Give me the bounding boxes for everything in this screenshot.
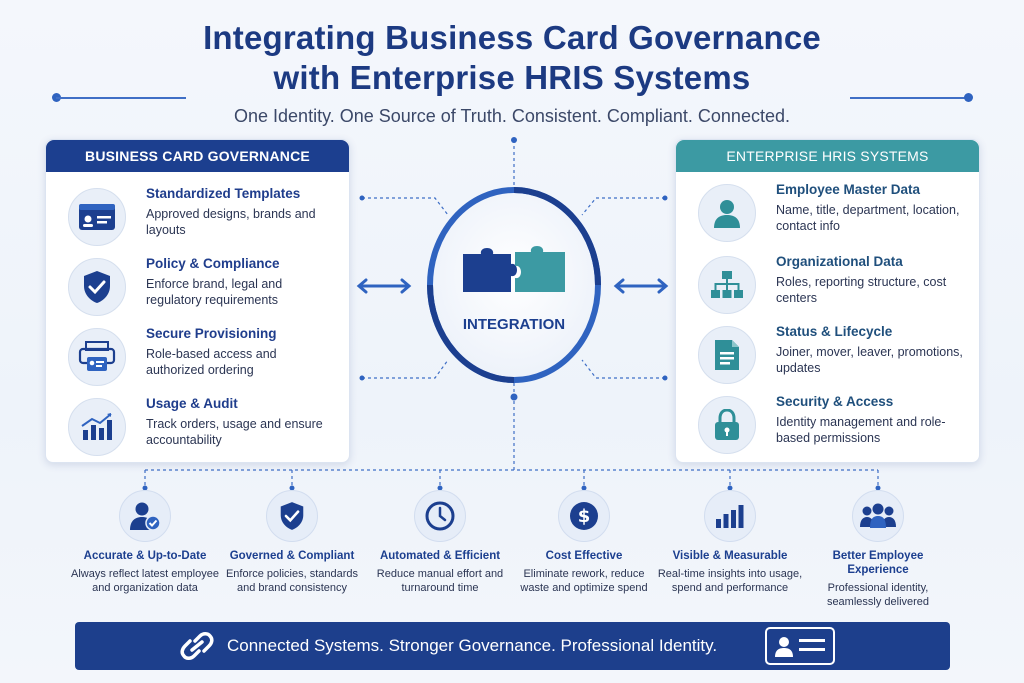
enterprise-hris-panel: ENTERPRISE HRIS SYSTEMS Employee Master … [675,139,980,463]
item-title: Policy & Compliance [146,256,280,271]
double-arrow-left [356,278,412,294]
org-chart-icon [698,256,756,314]
document-icon [698,326,756,384]
benefit-accurate: Accurate & Up-to-Date Always reflect lat… [70,490,220,595]
benefit-desc: Reduce manual effort and turnaround time [376,568,504,594]
shield-check-icon [266,490,318,542]
item-title: Security & Access [776,394,894,409]
person-icon [698,184,756,242]
item-desc: Approved designs, brands and layouts [146,207,316,237]
title-line-1: Integrating Business Card Governance [203,19,821,56]
id-card-icon [765,627,835,665]
benefit-title: Cost Effective [545,550,623,562]
list-item-standardized-templates: Standardized Templates Approved designs,… [68,184,338,246]
item-title: Employee Master Data [776,182,921,197]
item-desc: Enforce brand, legal and regulatory requ… [146,277,283,307]
lock-icon [698,396,756,454]
list-item-employee-master-data: Employee Master Data Name, title, depart… [698,180,968,242]
list-item-security-access: Security & Access Identity management an… [698,392,968,454]
benefit-cost-effective: $ Cost Effective Eliminate rework, reduc… [509,490,659,595]
footer-banner: Connected Systems. Stronger Governance. … [75,622,950,670]
list-item-status-lifecycle: Status & Lifecycle Joiner, mover, leaver… [698,322,968,384]
group-icon [852,490,904,542]
benefit-desc: Enforce policies, standards and brand co… [225,568,359,594]
list-item-policy-compliance: Policy & Compliance Enforce brand, legal… [68,254,338,316]
bar-chart-icon [704,490,756,542]
item-title: Organizational Data [776,254,903,269]
id-card-icon [68,188,126,246]
decor-line-left [56,97,186,99]
benefit-desc: Always reflect latest employee and organ… [71,568,219,594]
list-item-secure-provisioning: Secure Provisioning Role-based access an… [68,324,338,386]
item-desc: Joiner, mover, leaver, promotions, updat… [776,345,963,375]
title-line-2: with Enterprise HRIS Systems [273,59,751,96]
benefit-desc: Real-time insights into usage, spend and… [657,568,803,594]
decor-dot-right [964,93,973,102]
printer-card-icon [68,328,126,386]
panel-header-hris: ENTERPRISE HRIS SYSTEMS [676,140,979,172]
panel-header-governance: BUSINESS CARD GOVERNANCE [46,140,349,172]
svg-text:$: $ [578,506,591,527]
item-desc: Role-based access and authorized orderin… [146,347,277,377]
clock-icon [414,490,466,542]
item-desc: Identity management and role-based permi… [776,415,946,445]
page-title: Integrating Business Card Governance wit… [0,18,1024,98]
benefit-title: Governed & Compliant [229,550,355,562]
benefit-title: Visible & Measurable [672,550,788,562]
item-desc: Track orders, usage and ensure accountab… [146,417,323,447]
shield-check-icon [68,258,126,316]
item-desc: Roles, reporting structure, cost centers [776,275,947,305]
business-card-governance-panel: BUSINESS CARD GOVERNANCE Standardized Te… [45,139,350,463]
item-title: Standardized Templates [146,186,301,201]
benefit-desc: Eliminate rework, reduce waste and optim… [520,568,648,594]
benefit-title: Better Employee Experience [832,550,924,576]
dollar-icon: $ [558,490,610,542]
bar-chart-icon [68,398,126,456]
benefit-desc: Professional identity, seamlessly delive… [826,582,930,608]
list-item-usage-audit: Usage & Audit Track orders, usage and en… [68,394,338,456]
item-title: Secure Provisioning [146,326,277,341]
list-item-organizational-data: Organizational Data Roles, reporting str… [698,252,968,314]
item-desc: Name, title, department, location, conta… [776,203,960,233]
item-title: Status & Lifecycle [776,324,893,339]
benefit-automated: Automated & Efficient Reduce manual effo… [365,490,515,595]
benefit-title: Automated & Efficient [379,550,501,562]
benefit-employee-experience: Better Employee Experience Professional … [803,490,953,609]
integration-label: INTEGRATION [462,316,566,333]
user-check-icon [119,490,171,542]
decor-line-right [850,97,968,99]
benefit-title: Accurate & Up-to-Date [83,550,207,562]
double-arrow-right [613,278,669,294]
link-icon [180,632,214,660]
benefit-visible: Visible & Measurable Real-time insights … [655,490,805,595]
benefit-governed: Governed & Compliant Enforce policies, s… [217,490,367,595]
footer-text: Connected Systems. Stronger Governance. … [227,636,718,655]
item-title: Usage & Audit [146,396,238,411]
puzzle-icon [463,246,565,292]
subtitle: One Identity. One Source of Truth. Consi… [234,106,790,126]
integration-hub: INTEGRATION [427,187,601,383]
